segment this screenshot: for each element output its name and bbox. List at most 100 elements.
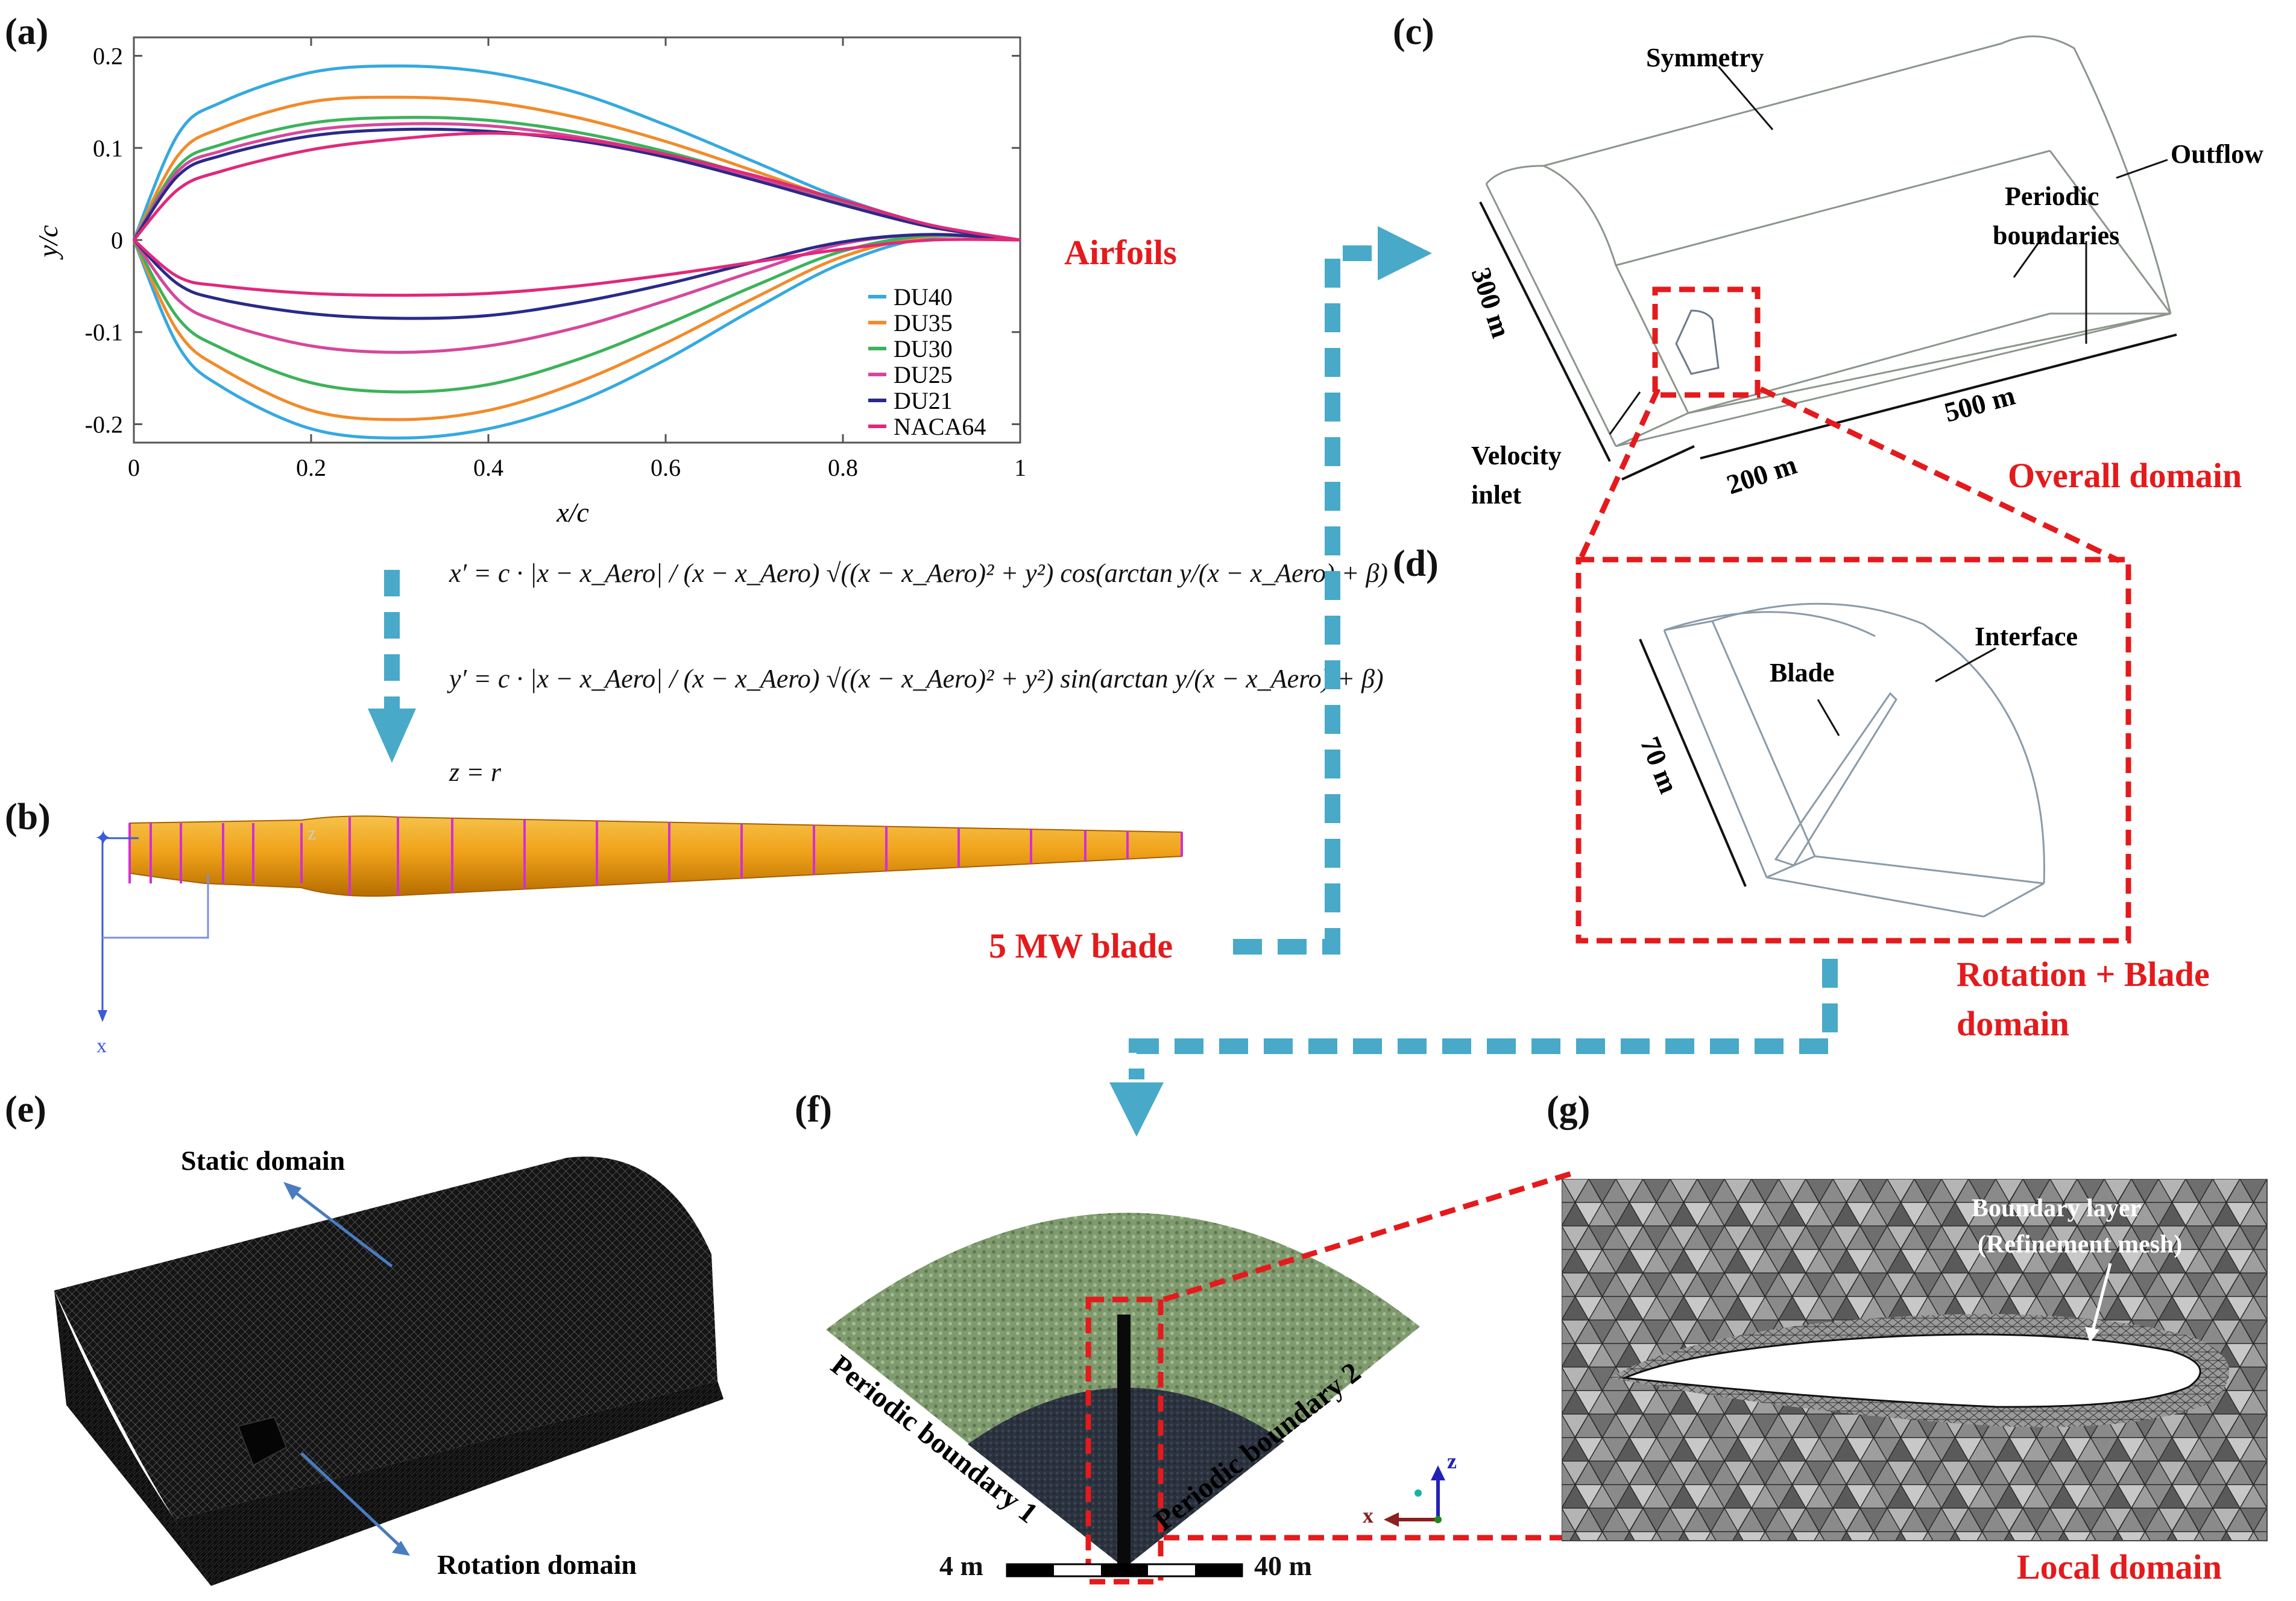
- label-70m: 70 m: [1635, 733, 1685, 798]
- series-line-du35-lower: [132, 234, 1021, 422]
- edge-bottom-3: [1766, 876, 1984, 918]
- dim-300-line: [1479, 201, 1611, 462]
- outflow-arrow: [2116, 159, 2168, 179]
- static-arrow: [288, 1187, 393, 1268]
- interface-arrow: [1935, 647, 1996, 683]
- callout-arrows: [1609, 66, 2168, 435]
- scale-bar-seg-2: [1101, 1564, 1148, 1576]
- mesh-bottom-face: [175, 1381, 724, 1586]
- static-domain-mesh: Static domain Rotation domain: [54, 1145, 724, 1586]
- rotation-blade-domain-diagram: Interface Blade 70 m: [1575, 557, 2131, 944]
- edge-left: [1663, 630, 1768, 878]
- arrow-head: [1378, 226, 1432, 280]
- scale-bar-seg-1: [1007, 1564, 1054, 1576]
- zoom-box-d: [1575, 557, 2131, 944]
- airfoil-section: [1621, 1333, 2201, 1408]
- blade-axis-star-icon: ✦: [94, 826, 112, 850]
- dim-200-line: [1621, 445, 1695, 481]
- boundary-layer-arrow: [2090, 1263, 2112, 1333]
- series-line-naca64-lower: [133, 238, 1021, 297]
- y-axis-label: y/c: [33, 225, 63, 260]
- edge-bottom-4: [1983, 882, 2045, 918]
- arrow-b-to-c: [1233, 226, 1432, 955]
- label-static-domain: Static domain: [181, 1145, 345, 1176]
- label-refinement-mesh: (Refinement mesh): [1978, 1231, 2182, 1258]
- formula-line-2: y′ = c · |x − x_Aero| / (x − x_Aero) √((…: [449, 664, 1384, 693]
- arrow-head: [1109, 1082, 1164, 1137]
- rotation-arrow: [300, 1452, 405, 1551]
- y-tick-label: 0.2: [93, 43, 123, 70]
- dimension-lines: [1479, 201, 2177, 481]
- blade-axis-z: z: [308, 822, 316, 844]
- panel-label-g: (g): [1547, 1089, 1591, 1130]
- formula-line-3: z = r: [449, 757, 501, 787]
- zoom-line-top: [1162, 1170, 1575, 1303]
- label-interface: Interface: [1975, 622, 2078, 651]
- blade-surface: [129, 815, 1182, 897]
- inlet-arc: [1485, 165, 1617, 266]
- series-line-naca64-upper: [133, 131, 1021, 242]
- label-outflow: Outflow: [2171, 139, 2263, 169]
- dashed-connector: [1129, 959, 1838, 1079]
- label-velocity-2: inlet: [1471, 480, 1521, 510]
- zoom-lines-f-to-g: [1162, 1170, 1575, 1541]
- label-rotation-domain: Rotation domain: [437, 1549, 637, 1580]
- small-rotation-domain: [1675, 309, 1720, 375]
- x-tick-label: 0.4: [473, 454, 503, 481]
- local-domain-mesh: Boundary layer (Refinement mesh): [1562, 1179, 2268, 1541]
- legend-label: DU30: [894, 335, 953, 362]
- static-arrow-head: [283, 1182, 301, 1200]
- axis-z-head: [1431, 1465, 1445, 1480]
- outer-arc: [1712, 602, 2045, 884]
- label-300m: 300 m: [1465, 264, 1516, 341]
- chart-series: [132, 64, 1021, 440]
- y-tick-label: 0: [111, 227, 123, 254]
- rotation-arrow-head: [392, 1541, 410, 1556]
- bottom-edge-1: [1615, 312, 2171, 447]
- dim-70-line: [1639, 639, 1747, 887]
- axis-x-label: x: [1363, 1503, 1374, 1527]
- legend-label: DU35: [894, 309, 953, 336]
- zoom-line-right: [1759, 386, 2121, 564]
- panel-label-c: (c): [1393, 11, 1434, 52]
- caption-local-domain: Local domain: [2017, 1547, 2222, 1587]
- x-tick-label: 0.2: [296, 454, 326, 481]
- formula-line-1: x′ = c · |x − x_Aero| / (x − x_Aero) √((…: [449, 558, 1388, 588]
- axis-origin: [1434, 1516, 1442, 1523]
- legend-label: DU40: [894, 283, 953, 311]
- axis-x-head: [1384, 1512, 1399, 1527]
- periodic-arrow-1: [2013, 235, 2045, 278]
- label-periodic-1: Periodic: [2005, 182, 2099, 211]
- zoom-box-f: [1085, 1296, 1164, 1585]
- mesh-top-surface: [54, 1157, 718, 1520]
- zoom-box-c: [1652, 286, 1761, 398]
- scale-left-label: 4 m: [939, 1550, 983, 1581]
- inlet-left-edge: [1485, 183, 1617, 447]
- inlet-bottom-edge: [1615, 412, 1689, 447]
- blade-axis-arrowhead: [98, 1010, 107, 1022]
- axis-y-dot: [1414, 1489, 1422, 1497]
- rotation-domain-block: [237, 1416, 288, 1467]
- blade-arrow: [1817, 699, 1840, 736]
- label-periodic-2: boundaries: [1993, 221, 2119, 250]
- y-tick-label: -0.1: [85, 319, 123, 346]
- arrow-head: [368, 709, 416, 763]
- panel-label-b: (b): [5, 797, 51, 838]
- boundary-layer-arrow-head: [2085, 1327, 2099, 1343]
- symmetry-arrow: [1717, 66, 1774, 130]
- panel-label-a: (a): [5, 11, 49, 52]
- overall-domain-diagram: Symmetry Outflow Periodic boundaries Vel…: [1465, 35, 2263, 510]
- label-blade: Blade: [1770, 658, 1835, 687]
- back-right-edge: [2049, 150, 2172, 314]
- x-axis-label: x/c: [556, 497, 589, 528]
- x-tick-label: 0.6: [651, 454, 681, 481]
- blade-3d-view: ✦ x z: [94, 815, 1183, 1057]
- panel-label-e: (e): [5, 1089, 46, 1130]
- blade-slice: [1117, 1315, 1131, 1568]
- scale-bar-seg-3: [1195, 1564, 1242, 1576]
- scale-bar: [1006, 1563, 1243, 1577]
- arrow-a-to-b: [368, 570, 416, 763]
- rotation-domain-lines: [1663, 602, 2045, 918]
